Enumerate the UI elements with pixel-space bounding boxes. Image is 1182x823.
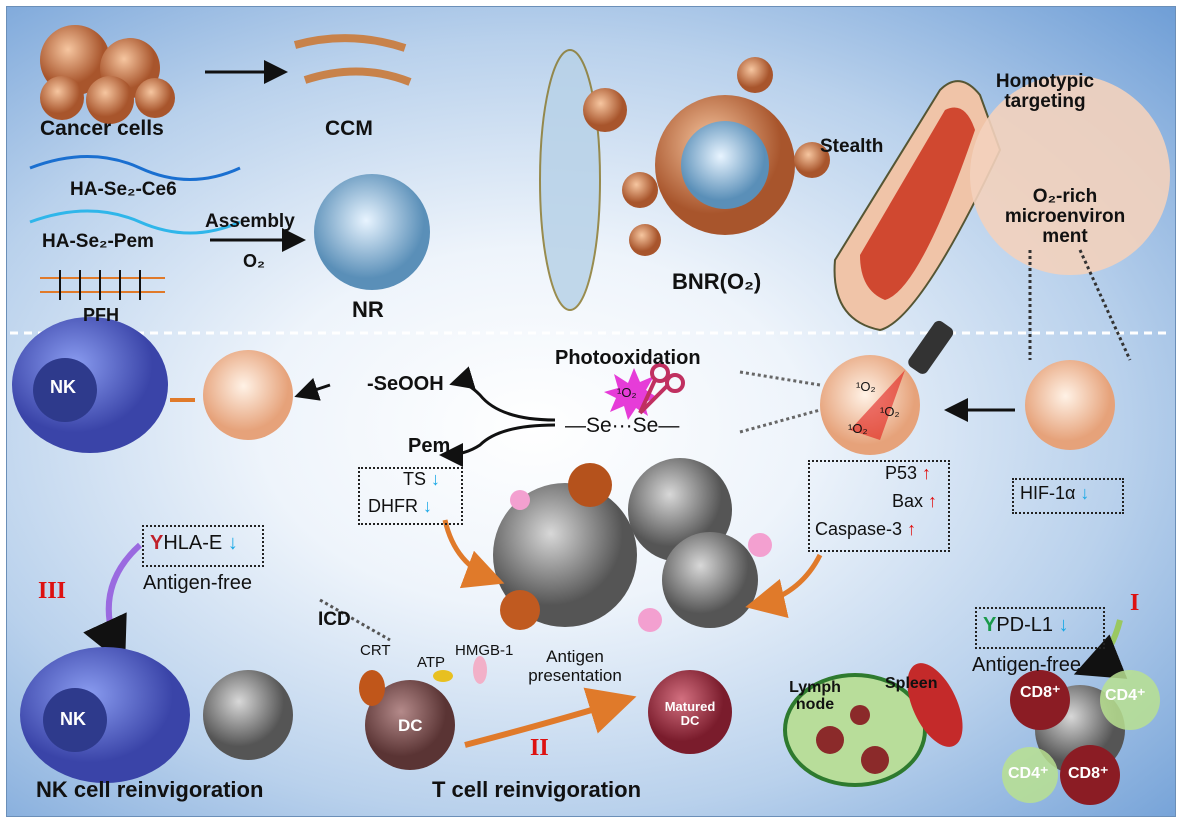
down-arrow-icon: ↓	[227, 532, 238, 554]
label-ts: TS ↓	[403, 469, 441, 489]
down-arrow-icon: ↓	[423, 496, 433, 516]
small-bnr-particles	[583, 57, 830, 256]
label-stealth: Stealth	[820, 136, 884, 157]
pfh-molecule	[40, 270, 165, 300]
label-se-bond: —Se···Se—	[565, 414, 680, 437]
label-nk-bottom: NK	[60, 709, 86, 729]
ha-se2-ce6-chain	[29, 155, 241, 181]
scissors-icon	[638, 363, 685, 415]
pd-l1-box	[975, 607, 1105, 649]
label-assembly: Assembly	[205, 211, 295, 232]
label-antigen-free-left: Antigen-free	[143, 572, 252, 594]
label-roman-iii: III	[38, 578, 67, 604]
receptor-icon: Y	[150, 532, 164, 554]
label-seooh: -SeOOH	[367, 373, 444, 395]
label-p53: P53 ↑	[885, 463, 932, 483]
hla-e-box	[142, 525, 264, 567]
t-cells	[1002, 670, 1160, 805]
label-nk-top: NK	[50, 377, 76, 397]
label-hif: HIF-1α ↓	[1020, 483, 1090, 503]
tumor-cell-right	[1025, 360, 1115, 450]
label-targeting: targeting	[1004, 90, 1086, 112]
label-bax: Bax ↑	[892, 491, 938, 511]
grey-tumor-cell	[203, 670, 293, 760]
up-arrow-icon: ↑	[928, 491, 938, 511]
label-cd4-bottom: CD4⁺	[1008, 765, 1049, 782]
label-singlet-o2: ¹O₂	[617, 385, 637, 400]
label-roman-i: I	[1130, 590, 1140, 616]
icd-dying-cells	[493, 458, 772, 632]
label-cd8-bottom: CD8⁺	[1068, 765, 1109, 782]
label-o2-rich: O₂-rich	[1032, 186, 1098, 207]
label-caspase-3: Caspase-3 ↑	[815, 519, 917, 539]
label-spleen: Spleen	[885, 675, 938, 692]
label-pfh: PFH	[83, 305, 119, 325]
label-homotypic: Homotypic	[995, 71, 1095, 92]
matured-dc-cell	[648, 670, 732, 754]
label-node: node	[795, 695, 835, 713]
label-lymph: Lymph	[789, 679, 841, 696]
label-ha-se2-ce6: HA-Se₂-Ce6	[70, 179, 177, 200]
up-arrow-icon: ↑	[907, 519, 917, 539]
label-antigen: Antigen	[546, 647, 604, 666]
down-arrow-icon: ↓	[1058, 614, 1069, 636]
irradiated-tumor-cell	[820, 355, 920, 455]
label-presentation: presentation	[528, 665, 622, 685]
label-nk-reinvigoration: NK cell reinvigoration	[36, 777, 264, 802]
label-cd8-top: CD8⁺	[1020, 684, 1061, 701]
label-roman-ii: II	[530, 735, 549, 761]
tumor-cell-left	[203, 350, 293, 440]
tumor-tissue	[970, 75, 1170, 275]
membrane-fusion-disc	[539, 49, 601, 311]
pem-target-box	[358, 467, 463, 525]
label-t-reinvigoration: T cell reinvigoration	[432, 777, 642, 802]
label-cancer-cells: Cancer cells	[40, 117, 164, 140]
label-cd4-top: CD4⁺	[1105, 687, 1146, 704]
hif-box	[1012, 478, 1124, 514]
label-atp: ATP	[417, 654, 446, 671]
label-microenviron: microenviron	[1004, 205, 1126, 227]
label-bnr: BNR(O₂)	[672, 269, 762, 294]
label-hmgb1: HMGB-1	[455, 642, 514, 659]
dc-cell	[359, 656, 487, 770]
down-arrow-icon: ↓	[431, 469, 441, 489]
label-pd-l1: YPD-L1 ↓	[983, 614, 1069, 636]
label-cell-o2-3: ¹O₂	[848, 421, 868, 436]
label-matured-dc: DC	[680, 712, 700, 728]
ha-se2-pem-chain	[29, 209, 241, 235]
label-o2: O₂	[243, 251, 265, 271]
up-arrow-icon: ↑	[922, 463, 932, 483]
label-icd: ICD	[318, 609, 351, 630]
label-pem: Pem	[408, 435, 451, 457]
label-dc: DC	[398, 716, 423, 735]
nk-cell-bottom	[20, 647, 190, 783]
receptor-icon: Y	[983, 614, 997, 636]
down-arrow-icon: ↓	[1080, 483, 1090, 503]
cancer-cells	[40, 25, 175, 124]
label-antigen-free-right: Antigen-free	[972, 654, 1081, 676]
label-crt: CRT	[360, 642, 391, 659]
label-cell-o2-1: ¹O₂	[856, 379, 876, 394]
label-ccm: CCM	[325, 117, 373, 140]
label-matured: Matured	[664, 699, 716, 714]
label-ment: ment	[1042, 225, 1088, 247]
label-photooxidation: Photooxidation	[555, 347, 701, 369]
label-nr: NR	[352, 297, 384, 322]
apoptosis-marker-box	[808, 460, 950, 552]
laser-icon	[850, 320, 954, 440]
label-cell-o2-2: ¹O₂	[880, 404, 900, 419]
label-hla-e: YHLA-E ↓	[150, 532, 238, 554]
nr-particle	[314, 174, 430, 290]
ccm-membrane	[293, 34, 412, 86]
label-dhfr: DHFR ↓	[368, 496, 433, 516]
spleen	[907, 663, 963, 747]
label-ha-se2-pem: HA-Se₂-Pem	[42, 231, 154, 252]
nk-cell-top	[12, 317, 168, 453]
